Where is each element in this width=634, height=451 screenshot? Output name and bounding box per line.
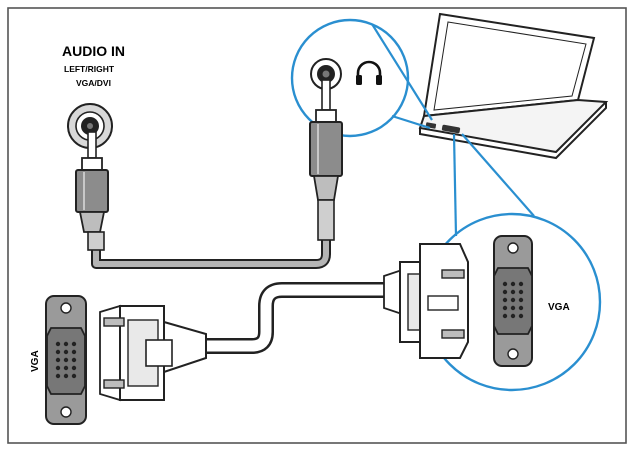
laptop	[418, 12, 609, 160]
callout-audio-circle	[290, 18, 410, 138]
vga-cable	[206, 282, 384, 354]
audio-plug-left	[75, 131, 109, 251]
vga-socket-right	[493, 235, 533, 367]
callout-audio-pointer-bottom	[391, 114, 431, 130]
vga-socket-left	[45, 295, 87, 425]
callout-vga-pointer-left	[452, 133, 458, 237]
diagram-border	[7, 7, 627, 444]
label-audio-in: AUDIO IN	[62, 43, 125, 59]
label-vga-left: VGA	[30, 350, 41, 372]
audio-plug-right	[309, 79, 343, 241]
callout-audio-pointer-top	[371, 23, 433, 121]
label-vga-right: VGA	[548, 302, 570, 313]
callout-vga-pointer-right	[461, 133, 535, 217]
callout-audio	[290, 18, 433, 138]
label-vga-dvi: VGA/DVI	[76, 78, 111, 88]
vga-plug-left	[99, 304, 207, 402]
label-left-right: LEFT/RIGHT	[64, 64, 115, 74]
audio-cable	[91, 238, 331, 269]
tv-audio-jack	[67, 103, 113, 149]
vga-plug-right	[383, 243, 469, 359]
laptop-port-vga	[441, 124, 461, 134]
headphone-icon	[356, 60, 382, 85]
